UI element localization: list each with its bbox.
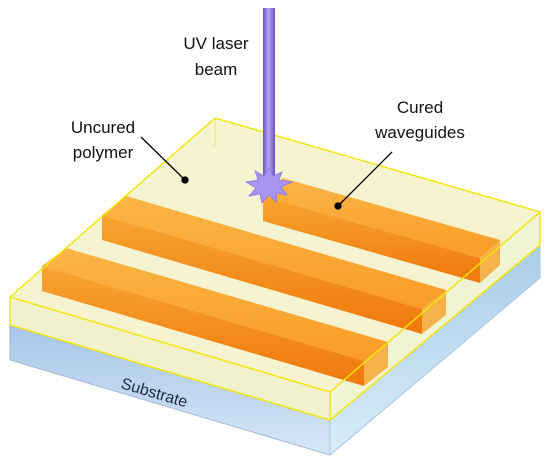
cured-waveguide-middle (102, 196, 446, 334)
labels: UV laser beam Uncured polymer Cured wave… (71, 34, 465, 162)
cured-callout-dot (334, 202, 342, 210)
polymer-front-outline (9, 297, 331, 421)
waveguide-middle-front (102, 215, 422, 334)
waveguide-back-top (263, 178, 500, 258)
laser-label-line2: beam (195, 60, 238, 79)
polymer-outline (9, 117, 542, 421)
waveguide-front-end (364, 342, 388, 386)
waveguide-front-top (42, 248, 388, 361)
waveguide-middle-end (422, 290, 446, 334)
uncured-label-line2: polymer (73, 143, 134, 162)
uv-laser-beam (263, 8, 275, 184)
laser-label-line1: UV laser (183, 34, 249, 53)
uncured-label-line1: Uncured (71, 118, 135, 137)
cured-callout-line (339, 151, 393, 205)
uncured-callout-dot (181, 176, 189, 184)
substrate: Substrate (9, 243, 541, 457)
waveguide-back-front (263, 196, 480, 283)
polymer-front-face (10, 297, 330, 420)
waveguide-middle-top (102, 196, 446, 309)
callout-lines (140, 136, 393, 210)
laser-spot-burst (244, 167, 294, 204)
cured-waveguide-front (42, 248, 388, 386)
cured-label-line1: Cured (397, 98, 443, 117)
waveguide-front-front (42, 266, 364, 386)
polymer-side-outline (329, 212, 541, 421)
cured-label-line2: waveguides (374, 123, 465, 142)
uncured-callout-line (140, 136, 185, 180)
uv-laser (244, 8, 294, 204)
